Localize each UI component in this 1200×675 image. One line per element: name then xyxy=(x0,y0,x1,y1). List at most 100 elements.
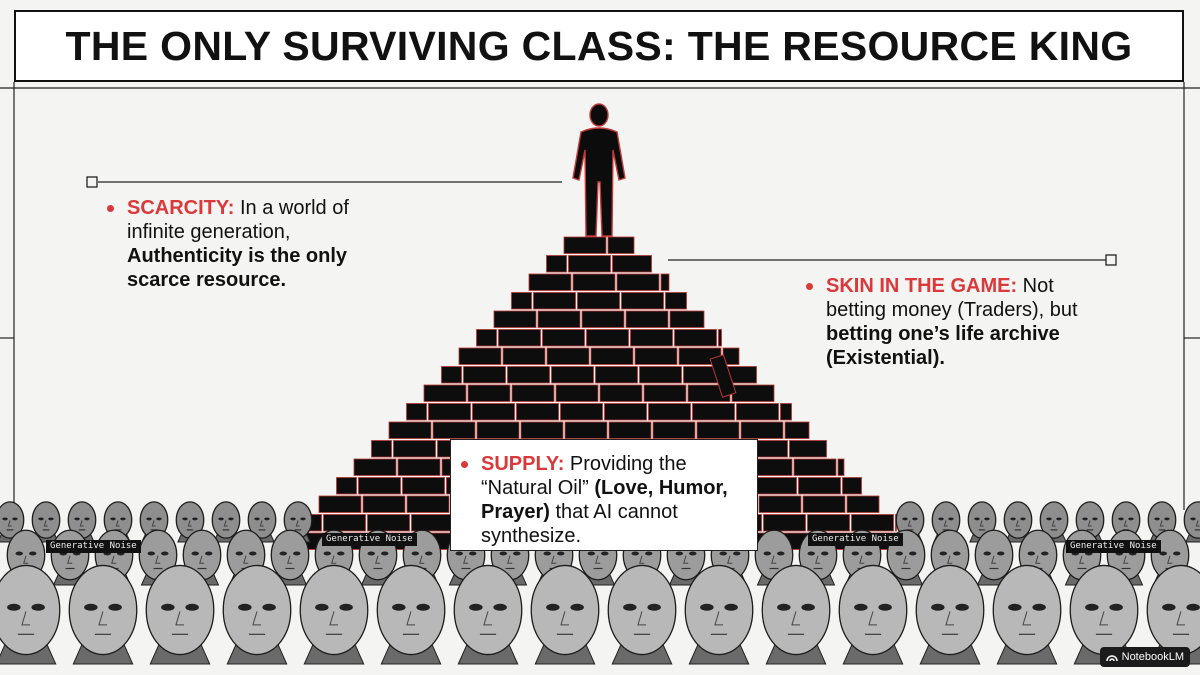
pyramid-brick xyxy=(458,347,502,365)
pyramid-brick xyxy=(511,384,555,402)
pyramid-brick xyxy=(842,477,862,495)
pyramid-brick xyxy=(463,366,506,384)
pyramid-brick xyxy=(736,403,779,421)
pyramid-brick xyxy=(692,403,735,421)
robot-head xyxy=(915,564,985,665)
robot-head xyxy=(270,529,310,586)
scarcity-callout: SCARCITY: In a world of infinite generat… xyxy=(107,196,377,292)
supply-text: Providing the “Natural Oil” xyxy=(481,453,687,499)
pyramid-brick xyxy=(604,403,647,421)
pyramid-brick xyxy=(572,273,616,291)
pyramid-brick xyxy=(358,477,401,495)
pyramid-brick xyxy=(590,347,634,365)
pyramid-brick xyxy=(388,421,432,439)
pyramid-brick xyxy=(493,310,537,328)
robot-head xyxy=(761,564,831,665)
pyramid-brick xyxy=(428,403,471,421)
scarcity-text: In a world of infinite generation, xyxy=(127,197,349,243)
pyramid-brick xyxy=(371,440,392,458)
pyramid-brick xyxy=(441,366,462,384)
pyramid-brick xyxy=(807,514,850,532)
robot-head xyxy=(68,564,138,665)
badge-label: NotebookLM xyxy=(1121,651,1184,663)
pyramid-brick xyxy=(784,421,810,439)
robot-head xyxy=(607,564,677,665)
pyramid-brick xyxy=(643,384,687,402)
bullet-dot xyxy=(806,283,813,290)
robot-head xyxy=(376,564,446,665)
robot-head xyxy=(838,564,908,665)
generative-noise-label: Generative Noise xyxy=(46,540,141,553)
pyramid-brick xyxy=(586,329,629,347)
title-banner: THE ONLY SURVIVING CLASS: THE RESOURCE K… xyxy=(14,10,1184,82)
robot-head xyxy=(992,564,1062,665)
pyramid-brick xyxy=(639,366,682,384)
generative-noise-label: Generative Noise xyxy=(1066,540,1161,553)
bullet-dot xyxy=(461,461,468,468)
robot-head xyxy=(222,564,292,665)
page-title: THE ONLY SURVIVING CLASS: THE RESOURCE K… xyxy=(65,22,1133,69)
skin-text: Not betting money (Traders), but xyxy=(826,275,1078,321)
pyramid-brick xyxy=(528,273,572,291)
pyramid-brick xyxy=(660,273,670,291)
pyramid-brick xyxy=(634,347,678,365)
supply-box: SUPPLY: Providing the “Natural Oil” (Lov… xyxy=(450,439,758,551)
pyramid-brick xyxy=(674,329,717,347)
pyramid-brick xyxy=(537,310,581,328)
pyramid-brick xyxy=(789,440,827,458)
pyramid-brick xyxy=(754,477,797,495)
pyramid-brick xyxy=(555,384,599,402)
pyramid-brick xyxy=(616,273,660,291)
pyramid-brick xyxy=(467,384,511,402)
pyramid-brick xyxy=(740,421,784,439)
pyramid-brick xyxy=(476,421,520,439)
pyramid-brick xyxy=(581,310,625,328)
pyramid-brick xyxy=(612,255,652,273)
supply-callout: SUPPLY: Providing the “Natural Oil” (Lov… xyxy=(461,452,751,548)
robot-head xyxy=(684,564,754,665)
pyramid-brick xyxy=(696,421,740,439)
robot-head xyxy=(0,564,61,665)
pyramid-brick xyxy=(432,421,476,439)
generative-noise-label: Generative Noise xyxy=(322,533,417,546)
pyramid-brick xyxy=(625,310,669,328)
pyramid-brick xyxy=(423,384,467,402)
crowd-front-row xyxy=(0,564,1200,665)
generative-noise-label: Generative Noise xyxy=(808,533,903,546)
pyramid-brick xyxy=(851,514,894,532)
pyramid-brick xyxy=(406,403,427,421)
supply-key: SUPPLY: xyxy=(481,453,565,475)
pyramid-brick xyxy=(560,403,603,421)
pyramid-brick xyxy=(608,421,652,439)
pyramid-brick xyxy=(406,495,450,513)
pyramid-brick xyxy=(498,329,541,347)
frame-lines xyxy=(0,82,1200,510)
supply-bold: (Love, Humor, Prayer) xyxy=(481,477,728,523)
pyramid-brick xyxy=(595,366,638,384)
pyramid-brick xyxy=(607,236,635,254)
pyramid-brick xyxy=(411,514,454,532)
pyramid-brick xyxy=(516,403,559,421)
resource-king-figure xyxy=(572,103,626,237)
pyramid-brick xyxy=(353,458,397,476)
pyramid-brick xyxy=(336,477,357,495)
pyramid-brick xyxy=(546,347,590,365)
pyramid-brick xyxy=(665,292,687,310)
pyramid-brick xyxy=(568,255,611,273)
pyramid-brick xyxy=(393,440,436,458)
pyramid-brick xyxy=(472,403,515,421)
skin-key: SKIN IN THE GAME: xyxy=(826,275,1018,297)
pyramid-brick xyxy=(402,477,445,495)
robot-head xyxy=(530,564,600,665)
skin-in-the-game-callout: SKIN IN THE GAME: Not betting money (Tra… xyxy=(806,274,1086,370)
leader-lines xyxy=(86,176,1117,266)
pyramid-brick xyxy=(802,495,846,513)
pyramid-brick xyxy=(564,421,608,439)
pyramid-brick xyxy=(758,495,802,513)
pyramid-brick xyxy=(533,292,576,310)
pyramid-brick xyxy=(502,347,546,365)
pyramid-brick xyxy=(520,421,564,439)
loose-brick xyxy=(709,354,737,398)
scarcity-key: SCARCITY: xyxy=(127,197,235,219)
